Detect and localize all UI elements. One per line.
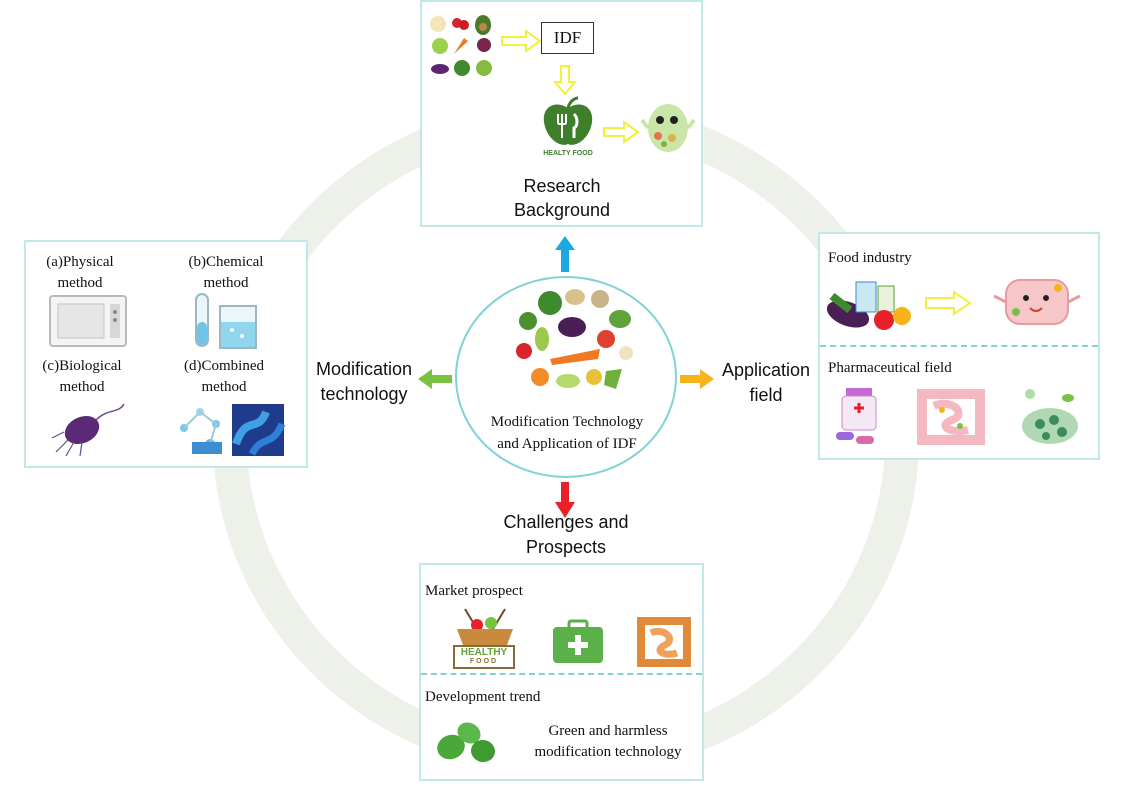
first-aid-kit-icon xyxy=(553,619,603,663)
microwave-icon xyxy=(49,295,127,347)
idf-box: IDF xyxy=(541,22,594,54)
application-divider xyxy=(820,345,1098,347)
market-prospect-label: Market prospect xyxy=(425,583,523,599)
challenges-title-line1: Challenges and xyxy=(503,512,629,532)
research-background-title-line2: Background xyxy=(513,200,611,220)
intestine-mascot-icon xyxy=(993,279,1081,325)
physical-method-label: (a)Physical method xyxy=(32,252,128,294)
vegetables-grid-icon xyxy=(430,15,492,76)
modification-title-line1: Modification xyxy=(315,359,413,379)
arrow-down-challenges xyxy=(555,482,575,518)
application-panel: Food industry Pharmaceutical field xyxy=(818,232,1100,460)
intestine-icon xyxy=(917,389,985,445)
test-tube-beaker-icon xyxy=(195,293,257,349)
challenges-panel: Market prospect HEALTHY FOOD Development… xyxy=(419,563,704,781)
research-background-panel: IDF HEALTY FOOD Research Background xyxy=(420,0,703,227)
healthy-food-sign-line1: HEALTHY xyxy=(460,647,508,658)
pharmaceutical-field-label: Pharmaceutical field xyxy=(828,360,952,376)
combined-method-line2: method xyxy=(201,379,247,395)
biological-method-line1: (c)Biological xyxy=(42,358,122,374)
research-background-title: Research Background xyxy=(462,174,662,222)
chemical-method-label: (b)Chemical method xyxy=(176,252,276,294)
arrow-down-to-healthy-food xyxy=(552,65,578,96)
center-title-line2: and Application of IDF xyxy=(497,436,637,452)
biological-method-line2: method xyxy=(59,379,105,395)
research-background-title-line1: Research xyxy=(523,176,601,196)
green-modification-line2: modification technology xyxy=(534,744,682,760)
gut-mascot-icon xyxy=(640,104,696,152)
development-trend-label: Development trend xyxy=(425,689,541,705)
green-leaves-icon xyxy=(437,722,495,763)
vegetable-cluster-icon xyxy=(516,289,633,389)
combined-method-line1: (d)Combined xyxy=(184,358,264,374)
challenges-divider xyxy=(421,673,702,675)
arrow-right-application xyxy=(680,369,714,389)
apple-fork-icon xyxy=(543,96,593,145)
healthy-food-sign-line2: FOOD xyxy=(469,658,499,665)
healthy-food-badge: HEALTY FOOD xyxy=(543,150,593,157)
modification-title-line2: technology xyxy=(320,384,408,404)
physical-method-line1: (a)Physical xyxy=(46,254,114,270)
digestive-tract-icon xyxy=(637,617,691,667)
healthy-food-basket-icon: HEALTHY FOOD xyxy=(451,608,519,669)
basket-icon xyxy=(457,608,513,645)
arrow-up-research xyxy=(555,236,575,272)
bacterium-icon xyxy=(51,403,125,457)
arrow-to-gut-mascot xyxy=(603,120,640,144)
arrow-to-intestine-mascot xyxy=(925,290,972,316)
application-title-line1: Application xyxy=(721,360,811,380)
center-title-line1: Modification Technology xyxy=(490,414,644,430)
chemical-method-line1: (b)Chemical xyxy=(188,254,264,270)
groceries-icon xyxy=(826,281,911,330)
combined-method-label: (d)Combined method xyxy=(174,356,274,398)
enzyme-structure-icon xyxy=(232,404,286,456)
green-modification-text: Green and harmless modification technolo… xyxy=(513,721,703,763)
application-title: Application field xyxy=(706,358,826,408)
challenges-title: Challenges and Prospects xyxy=(456,510,676,560)
modification-panel: (a)Physical method (b)Chemical method (c… xyxy=(24,240,308,468)
challenges-title-line2: Prospects xyxy=(525,537,607,557)
chemical-method-line2: method xyxy=(203,275,249,291)
arrow-to-idf xyxy=(501,29,542,53)
idf-label: IDF xyxy=(553,28,582,47)
healthy-food-sign: HEALTHY FOOD xyxy=(453,645,515,669)
center-title: Modification Technology and Application … xyxy=(462,411,672,455)
medicine-bottle-pills-icon xyxy=(836,388,877,444)
molecule-icon xyxy=(180,408,222,454)
modification-title: Modification technology xyxy=(304,357,424,407)
arrow-left-modification xyxy=(418,369,452,389)
application-title-line2: field xyxy=(749,385,783,405)
cell-cluster-icon xyxy=(1022,389,1078,444)
physical-method-line2: method xyxy=(57,275,103,291)
green-modification-line1: Green and harmless xyxy=(548,723,668,739)
food-industry-label: Food industry xyxy=(828,250,912,266)
biological-method-label: (c)Biological method xyxy=(32,356,132,398)
